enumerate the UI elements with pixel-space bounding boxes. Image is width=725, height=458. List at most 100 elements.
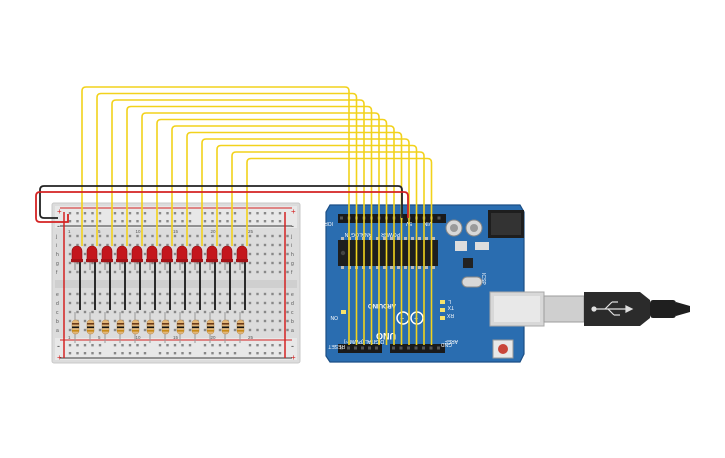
rail-hole [271, 344, 274, 347]
rail-hole [136, 344, 139, 347]
led-2[interactable] [86, 245, 98, 263]
rail-hole [256, 212, 259, 215]
led-12[interactable] [236, 245, 248, 263]
rail-hole [83, 220, 87, 223]
hole [113, 243, 117, 247]
resistor-7[interactable] [161, 312, 170, 343]
signal-wire-3[interactable] [111, 99, 365, 345]
signal-wire-9[interactable] [201, 138, 410, 345]
usb-cable[interactable] [543, 292, 690, 326]
chip-pin [369, 237, 372, 240]
resistor-1[interactable] [71, 312, 80, 343]
resistor-12[interactable] [236, 312, 245, 343]
row-label: d [291, 301, 294, 307]
hole [218, 301, 222, 305]
hole [136, 243, 139, 247]
hole [203, 328, 207, 332]
hole [203, 243, 207, 247]
header-hole [422, 346, 425, 350]
hole [98, 252, 102, 256]
hole [76, 243, 79, 247]
rail-hole [263, 344, 267, 347]
power-wire[interactable] [35, 191, 409, 223]
resistor-2[interactable] [86, 312, 95, 343]
resistor-11[interactable] [221, 312, 230, 343]
hole [218, 310, 222, 314]
resistor-band [147, 326, 154, 329]
resistor-8[interactable] [176, 312, 185, 343]
column-number: 1 [68, 229, 71, 234]
hole [136, 292, 139, 296]
hole [83, 301, 87, 305]
led-5[interactable] [131, 245, 143, 263]
hole [166, 270, 169, 274]
rail-hole [98, 212, 102, 215]
led-4[interactable] [116, 245, 128, 263]
signal-wire-10[interactable] [216, 144, 418, 346]
arduino-uno[interactable]: − + ARDUINO UNO POWER ANALOG IN DIGITAL … [318, 204, 545, 363]
reset-button[interactable] [498, 344, 508, 354]
led-1[interactable] [71, 245, 83, 263]
leds [71, 245, 248, 263]
led-8[interactable] [176, 245, 188, 263]
hole [113, 234, 117, 238]
hole [83, 243, 87, 247]
hole [271, 319, 274, 323]
resistor-10[interactable] [206, 312, 215, 343]
hole [151, 243, 154, 247]
arduino-brand-text: ARDUINO [368, 302, 396, 308]
hole [226, 292, 229, 296]
signal-wire-7[interactable] [171, 125, 395, 345]
resistor-band [207, 323, 214, 325]
hole [76, 270, 79, 274]
led-body [221, 245, 233, 263]
label-minus-bottom-right: - [291, 341, 294, 351]
hole [248, 328, 252, 332]
led-7[interactable] [161, 245, 173, 263]
signal-wire-11[interactable] [231, 151, 425, 345]
ground-wire[interactable] [39, 185, 403, 219]
resistor-9[interactable] [191, 312, 200, 343]
signal-wire-5[interactable] [141, 112, 380, 345]
led-rim [191, 259, 203, 262]
hole [286, 234, 289, 238]
signal-wire-6[interactable] [156, 118, 388, 346]
led-6[interactable] [146, 245, 158, 263]
led-9[interactable] [191, 245, 203, 263]
rail-hole [218, 344, 222, 347]
rail-hole [158, 212, 162, 215]
row-label: c [291, 310, 294, 316]
led-10[interactable] [206, 245, 218, 263]
signal-wire-1[interactable] [81, 86, 350, 345]
chip-pin [425, 237, 428, 240]
signal-wire-12[interactable] [246, 157, 433, 346]
hole [286, 310, 289, 314]
signal-wire-4[interactable] [126, 105, 373, 346]
hole [203, 292, 207, 296]
led-3[interactable] [101, 245, 113, 263]
hole [248, 252, 252, 256]
signal-wire-8[interactable] [186, 131, 403, 346]
led-body [236, 245, 248, 263]
resistor-4[interactable] [116, 312, 125, 343]
hole [128, 243, 132, 247]
led-11[interactable] [221, 245, 233, 263]
rail-hole [128, 344, 132, 347]
resistor-6[interactable] [146, 312, 155, 343]
row-label: g [56, 261, 59, 267]
header-top-digital[interactable] [338, 214, 446, 223]
chip-small [463, 258, 473, 268]
usb-cable-end [676, 302, 690, 316]
hole [173, 243, 177, 247]
hole [98, 319, 102, 323]
column-number: 1 [68, 335, 71, 340]
resistor-3[interactable] [101, 312, 110, 343]
hole [188, 243, 192, 247]
led-body [101, 245, 113, 263]
signal-wire-2[interactable] [96, 92, 358, 346]
resistor-band [207, 326, 214, 329]
header-bottom-power[interactable] [338, 344, 382, 353]
resistor-5[interactable] [131, 312, 140, 343]
